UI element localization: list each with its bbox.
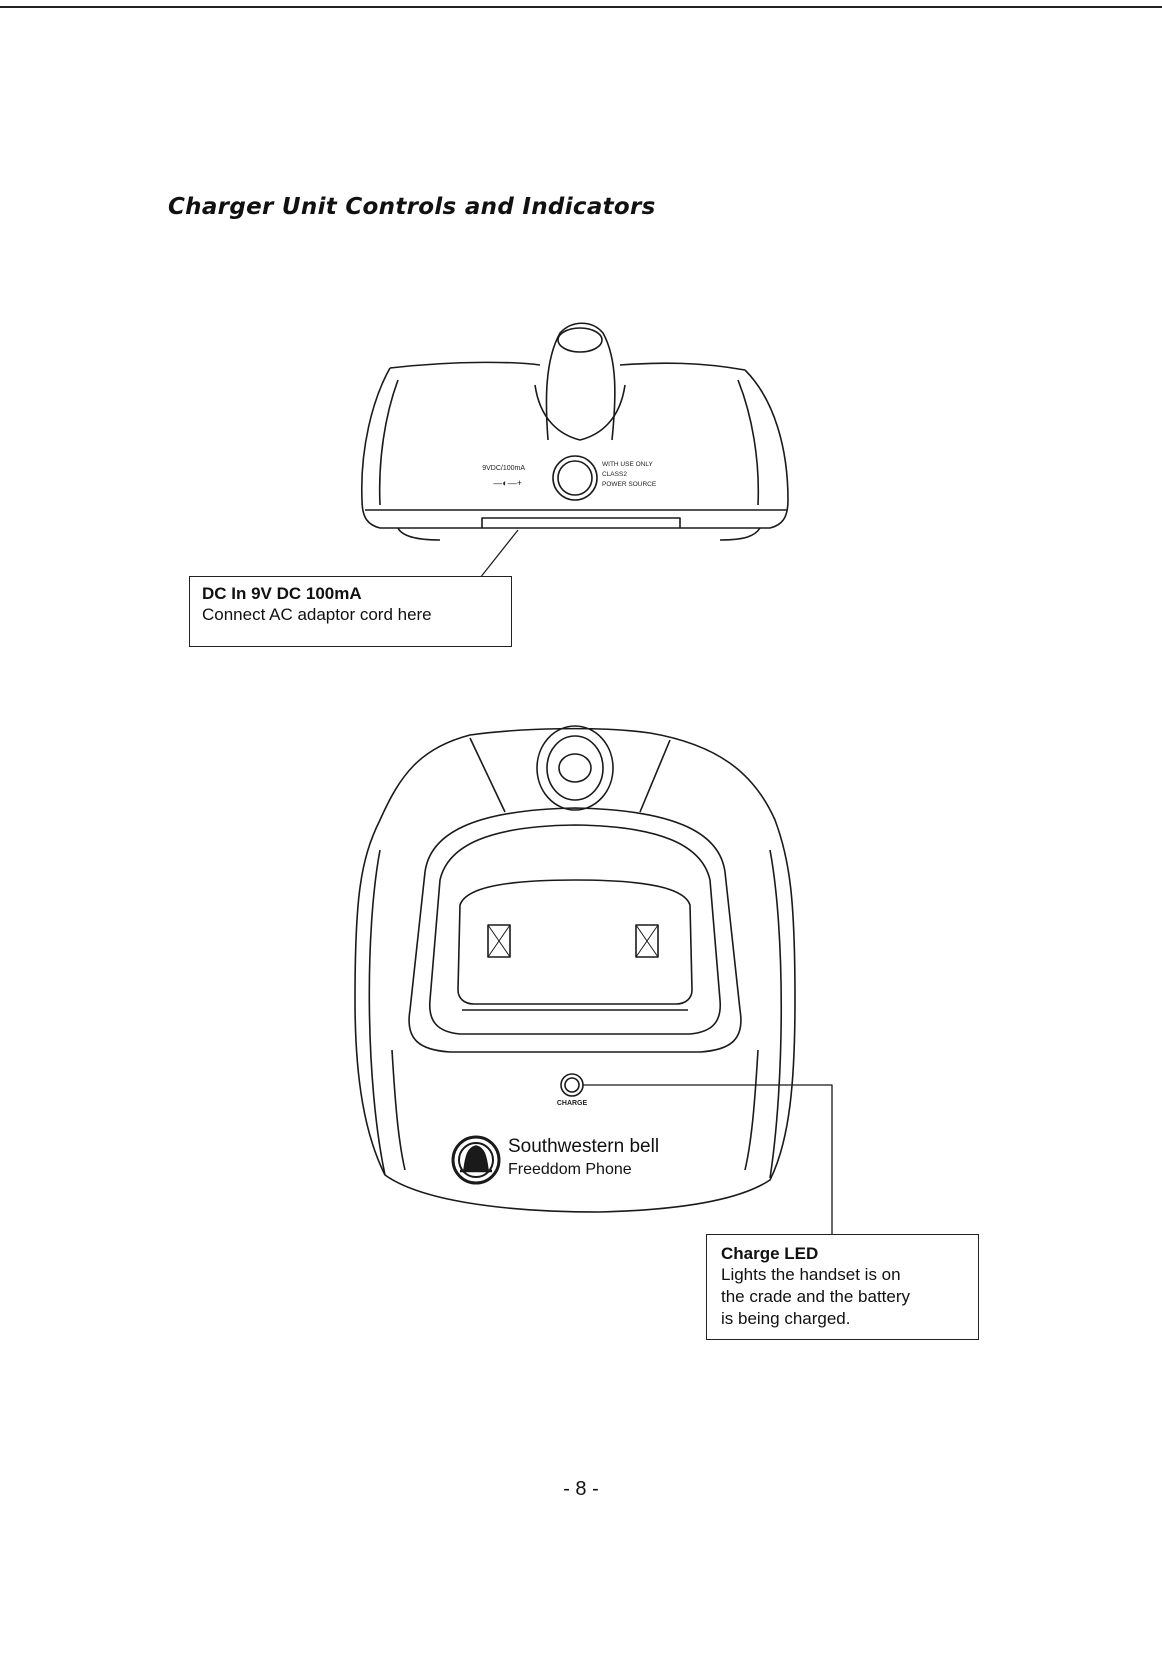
dc-in-description: Connect AC adaptor cord here xyxy=(202,604,499,626)
charge-led-title: Charge LED xyxy=(721,1243,964,1264)
back-panel-label-3: POWER SOURCE xyxy=(602,481,657,488)
page-number: - 8 - xyxy=(0,1478,1162,1501)
back-panel-polarity: —◐—+ xyxy=(493,478,522,488)
charge-led-line-2: the crade and the battery xyxy=(721,1286,964,1308)
charge-led-label: CHARGE xyxy=(557,1100,588,1107)
charge-leader-line xyxy=(583,1085,832,1235)
back-panel-rating: 9VDC/100mA xyxy=(482,465,525,472)
charge-led-line-3: is being charged. xyxy=(721,1308,964,1330)
brand-subtitle: Freeddom Phone xyxy=(508,1161,632,1178)
dc-in-title: DC In 9V DC 100mA xyxy=(202,583,499,604)
back-panel-label-2: CLASS2 xyxy=(602,471,627,478)
dc-leader-line xyxy=(480,530,518,578)
charge-led-line-1: Lights the handset is on xyxy=(721,1264,964,1286)
charge-led-callout: Charge LED Lights the handset is on the … xyxy=(706,1234,979,1340)
back-panel-label-1: WITH USE ONLY xyxy=(602,461,653,468)
charger-back-view xyxy=(362,323,788,540)
brand-name: Southwestern bell xyxy=(508,1136,659,1157)
dc-in-callout: DC In 9V DC 100mA Connect AC adaptor cor… xyxy=(189,576,512,647)
